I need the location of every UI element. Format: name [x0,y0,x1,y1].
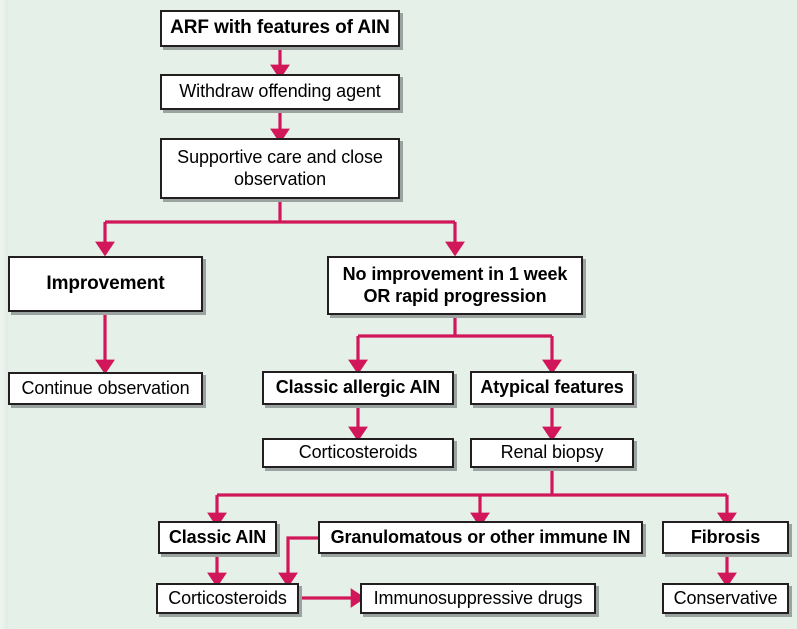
node-corticosteroids-middle[interactable]: Corticosteroids [262,438,454,468]
node-label: Improvement [46,272,165,294]
node-label-line-2: observation [234,168,326,189]
node-renal-biopsy[interactable]: Renal biopsy [470,438,634,468]
node-granulomatous-or-other-immune-in[interactable]: Granulomatous or other immune IN [318,521,643,554]
node-continue-observation[interactable]: Continue observation [8,372,203,405]
node-label: Conservative [673,587,778,608]
node-atypical-features[interactable]: Atypical features [470,371,634,405]
node-classic-ain[interactable]: Classic AIN [158,521,277,554]
node-label-line-2: OR rapid progression [363,285,547,306]
node-withdraw-offending-agent[interactable]: Withdraw offending agent [160,74,400,110]
node-arf-with-features-of-ain[interactable]: ARF with features of AIN [160,10,400,47]
node-immunosuppressive-drugs[interactable]: Immunosuppressive drugs [360,583,596,614]
node-label: Classic AIN [168,526,267,547]
node-label: Fibrosis [690,526,761,547]
node-no-improvement-or-rapid-progression[interactable]: No improvement in 1 week OR rapid progre… [327,256,583,315]
node-classic-allergic-ain[interactable]: Classic allergic AIN [262,371,454,405]
node-label-line-1: Supportive care and close [177,147,383,168]
edge-granulomatous-to-corticosteroids [278,536,318,588]
node-label: Immunosuppressive drugs [373,587,583,608]
node-improvement[interactable]: Improvement [8,256,203,312]
node-supportive-care-and-close-observation[interactable]: Supportive care and close observation [160,138,400,199]
node-corticosteroids-bottom[interactable]: Corticosteroids [156,583,299,614]
node-fibrosis[interactable]: Fibrosis [662,521,789,554]
node-label: Renal biopsy [500,442,604,463]
node-label-line-1: No improvement in 1 week [342,264,568,285]
node-label: ARF with features of AIN [170,17,390,39]
node-label: Withdraw offending agent [179,81,381,102]
node-label: Classic allergic AIN [275,377,441,398]
node-conservative[interactable]: Conservative [662,583,789,614]
node-label: Continue observation [21,377,190,398]
node-label: Corticosteroids [298,442,418,463]
node-label: Atypical features [480,377,624,398]
node-label: Granulomatous or other immune IN [330,526,631,547]
node-label: Corticosteroids [168,587,287,608]
